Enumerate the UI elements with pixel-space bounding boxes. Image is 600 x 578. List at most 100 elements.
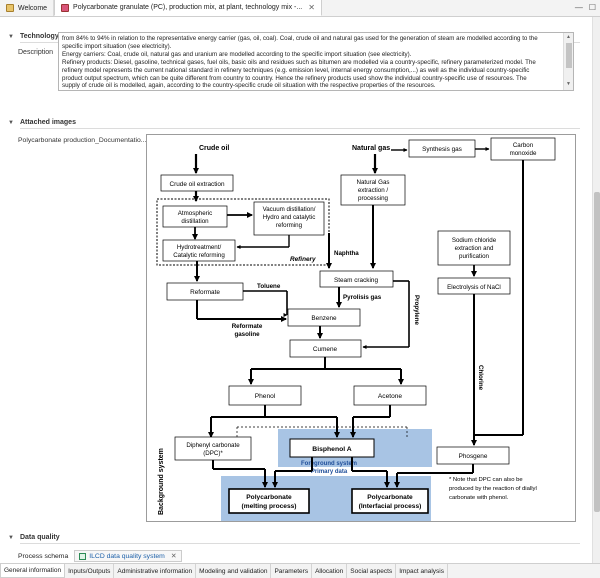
node-natural-gas-extraction (340, 174, 406, 206)
node-label: Natural Gas (356, 179, 389, 186)
section-data-quality-title: Data quality (19, 534, 60, 541)
tab-process-label: Polycarbonate granulate (PC), production… (73, 4, 303, 11)
window-controls: — ☐ (575, 3, 596, 12)
description-label: Description (18, 49, 54, 56)
node-steam-cracking (319, 270, 394, 288)
node-label: processing (358, 195, 388, 202)
tab-administrative-information[interactable]: Administrative information (114, 564, 197, 578)
propylene-label: Propylene (413, 295, 420, 325)
note-text: * Note that DPC can also be (449, 477, 523, 483)
node-label: Crude oil extraction (169, 181, 225, 188)
scroll-down-icon[interactable]: ▼ (566, 81, 571, 88)
process-flow-diagram: Crude oil Crude oil extraction Atmospher… (156, 137, 556, 521)
note-text: carbonate with phenol. (449, 495, 509, 501)
description-line: specific import situation (see electrici… (62, 42, 172, 50)
node-label: distillation (181, 218, 209, 225)
schema-tab-label: ILCD data quality system (89, 552, 165, 560)
node-label: Carbon (513, 142, 534, 149)
note-text: produced by the reaction of diallyl (449, 486, 537, 492)
tab-social-aspects[interactable]: Social aspects (347, 564, 397, 578)
reformate-gasoline-label: gasoline (234, 331, 260, 338)
tab-modeling-validation[interactable]: Modeling and validation (196, 564, 272, 578)
node-label: Electrolysis of NaCl (447, 284, 501, 291)
node-label: extraction / (358, 187, 389, 194)
node-pc-melting (228, 488, 310, 514)
description-textarea[interactable]: from 84% to 94% in relation to the repre… (58, 32, 574, 91)
tab-welcome-label: Welcome (18, 4, 48, 12)
description-line: product output spectrum, which can be qu… (62, 74, 527, 82)
reformate-gasoline-label: Reformate (232, 323, 263, 330)
node-bisphenol-a (289, 438, 375, 458)
close-icon[interactable]: ✕ (308, 3, 315, 12)
section-technology-title: Technology (19, 33, 59, 40)
tab-process[interactable]: Polycarbonate granulate (PC), production… (54, 0, 322, 16)
node-label: extraction and (455, 245, 494, 252)
description-line: from 84% to 94% in relation to the repre… (62, 35, 538, 42)
node-label: Steam cracking (334, 277, 378, 284)
naphtha-label: Naphtha (334, 250, 359, 257)
chevron-down-icon: ▼ (8, 33, 14, 40)
schema-tab[interactable]: ILCD data quality system ✕ (74, 550, 182, 562)
node-label: Sodium chloride (452, 237, 497, 244)
bottom-tab-bar: General information Inputs/Outputs Admin… (0, 563, 600, 578)
node-label: Bisphenol A (312, 446, 351, 453)
node-label: Synthesis gas (422, 146, 462, 153)
pyrolisis-gas-label: Pyrolisis gas (343, 294, 382, 301)
tab-impact-analysis[interactable]: Impact analysis (396, 564, 448, 578)
foreground-system-label: Foreground system (301, 461, 357, 467)
editor-tab-bar: Welcome Polycarbonate granulate (PC), pr… (0, 0, 600, 17)
node-label: Acetone (378, 393, 403, 400)
node-label: Vacuum distillation/ (263, 206, 316, 213)
close-icon[interactable]: ✕ (170, 553, 177, 560)
node-label: monoxide (510, 150, 537, 157)
node-pc-interfacial (351, 488, 429, 514)
section-attached-images-title: Attached images (19, 119, 76, 126)
page-scrollbar[interactable] (592, 17, 600, 563)
section-data-quality-header[interactable]: ▼ Data quality (8, 534, 60, 541)
description-scrollbar[interactable]: ▲ ▼ (563, 33, 573, 90)
tab-general-information[interactable]: General information (0, 564, 66, 578)
scroll-thumb[interactable] (594, 192, 600, 512)
grid-icon (79, 552, 87, 560)
tab-allocation[interactable]: Allocation (312, 564, 348, 578)
divider (20, 128, 580, 129)
node-label: (Interfacial process) (359, 503, 422, 510)
description-line: supply of crude oil is modelled, again, … (62, 82, 436, 90)
node-label: Polycarbonate (246, 494, 292, 501)
node-label: Phenol (255, 393, 276, 400)
tab-welcome[interactable]: Welcome (0, 0, 55, 16)
section-attached-images-header[interactable]: ▼ Attached images (8, 119, 76, 126)
minimize-icon[interactable]: — (574, 3, 583, 12)
refinery-label: Refinery (290, 256, 316, 263)
description-line: Refinery products: Diesel, gasoline, tec… (62, 58, 536, 66)
description-line: refinery model represents the current na… (62, 66, 530, 74)
maximize-icon[interactable]: ☐ (588, 3, 596, 12)
node-label: (DPC)* (203, 450, 223, 457)
tab-parameters[interactable]: Parameters (271, 564, 313, 578)
node-label: Atmospheric (178, 210, 212, 217)
scroll-thumb[interactable] (566, 43, 572, 68)
foreground-system-label: Primary data (311, 469, 348, 475)
editor-content: ▼ Technology Description from 84% to 94%… (0, 17, 592, 563)
node-label: Benzene (311, 315, 337, 322)
background-system-label: Background system (158, 448, 165, 515)
node-label: Diphenyl carbonate (186, 442, 240, 449)
node-label: Hydro and catalytic (263, 214, 316, 221)
node-hydrotreatment (162, 239, 236, 262)
node-label: purification (459, 253, 489, 260)
tab-inputs-outputs[interactable]: Inputs/Outputs (65, 564, 115, 578)
section-technology-header[interactable]: ▼ Technology (8, 33, 59, 40)
home-icon (6, 4, 14, 12)
image-caption: Polycarbonate production_Documentatio... (18, 137, 147, 144)
node-label: Reformate (190, 289, 220, 296)
node-label: Cumene (313, 346, 338, 353)
process-schema-label: Process schema (18, 552, 69, 560)
toluene-label: Toluene (257, 283, 281, 290)
chlorine-label: Chlorine (477, 365, 484, 391)
process-icon (61, 3, 70, 12)
scroll-up-icon[interactable]: ▲ (566, 34, 571, 40)
node-label: reforming (276, 222, 303, 229)
chevron-down-icon: ▼ (8, 119, 14, 126)
chevron-down-icon: ▼ (8, 534, 14, 541)
node-label: Polycarbonate (367, 494, 413, 501)
